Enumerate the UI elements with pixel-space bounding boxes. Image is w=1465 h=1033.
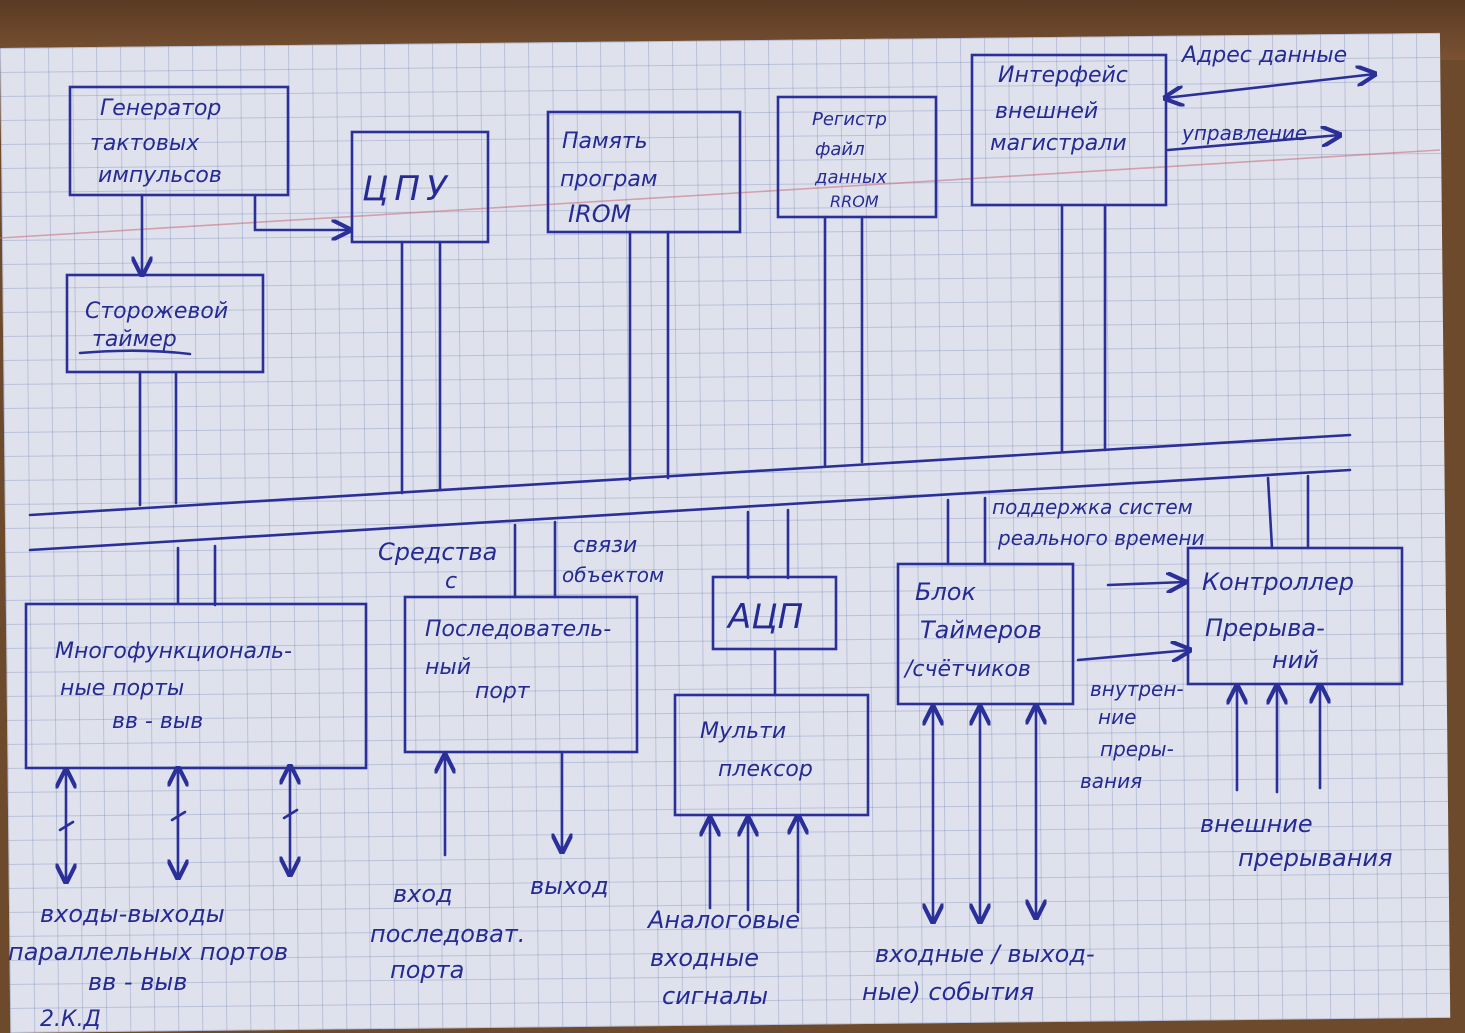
comm-objects-line-2: объектом	[562, 563, 664, 587]
serial-port-caption-line-1: последоват.	[370, 920, 525, 948]
bus-width-ticks	[58, 808, 299, 832]
multifunction-ports-block: Многофункциональ- ные порты вв - выв	[24, 602, 368, 770]
rt-support-line-2: реального времени	[997, 526, 1205, 550]
program-memory-line-2: програм	[560, 167, 657, 192]
watchdog-strikethrough	[78, 349, 192, 356]
register-file-line-4: RROM	[830, 192, 879, 211]
external-ints-line-1: внешние	[1200, 810, 1313, 838]
int-ctrl-line-1: Контроллер	[1202, 568, 1354, 596]
serial-port-block: Последователь- ный порт	[403, 595, 639, 754]
comm-tools-line-1: Средства	[378, 538, 497, 566]
events-line-1: входные / выход-	[875, 940, 1095, 968]
interrupt-controller-block: Контроллер Прерыва- ний	[1186, 546, 1404, 686]
clock-generator-line-1: Генератор	[100, 96, 221, 121]
internal-ints-line-4: вания	[1080, 769, 1142, 793]
corner-note: 2.К.Д	[40, 1007, 101, 1032]
timers-line-2: Таймеров	[920, 616, 1042, 644]
control-arrow	[1166, 135, 1340, 152]
comm-tools-line-2: с	[445, 569, 457, 594]
internal-ints-line-1: внутрен-	[1090, 677, 1184, 701]
mf-ports-line-3: вв - выв	[112, 709, 203, 734]
program-memory-block: Память програм IROM	[546, 110, 742, 234]
register-file-block: Регистр файл данных RROM	[776, 95, 938, 219]
external-bus-line-1: Интерфейс	[998, 63, 1128, 88]
clock-generator-line-2: тактовых	[90, 131, 200, 156]
serial-port-line-1: Последователь-	[425, 617, 611, 642]
address-data-bidirectional-arrow	[1165, 74, 1375, 98]
multiplexer-block: Мульти плексор	[673, 693, 870, 817]
external-bus-line-3: магистрали	[990, 131, 1127, 156]
external-bus-interface-block: Интерфейс внешней магистрали	[970, 53, 1168, 207]
analog-line-2: входные	[650, 944, 759, 972]
internal-ints-line-2: ние	[1098, 705, 1136, 729]
external-bus-bus-link	[1060, 203, 1107, 454]
cpu-bus-link	[400, 240, 442, 495]
adc-bus-link	[746, 508, 790, 580]
watchdog-line-2: таймер	[92, 327, 177, 352]
events-line-2: ные) события	[862, 978, 1034, 1006]
serial-port-line-2: ный	[425, 655, 471, 680]
mux-line-2: плексор	[718, 757, 813, 782]
rt-support-line-1: поддержка систем	[992, 495, 1193, 519]
clock-to-cpu-arrow	[253, 193, 350, 230]
timer-counter-block: Блок Таймеров /счётчиков	[896, 562, 1075, 706]
margin-line	[0, 149, 1441, 239]
cpu-label: ЦПУ	[362, 169, 453, 209]
register-file-line-2: файл	[815, 139, 865, 160]
clock-generator-block: Генератор тактовых импульсов	[68, 85, 290, 197]
program-memory-bus-link	[628, 230, 670, 482]
mf-ports-line-1: Многофункциональ-	[55, 639, 292, 664]
mf-ports-line-2: ные порты	[60, 676, 184, 701]
comm-objects-line-1: связи	[573, 533, 637, 558]
watchdog-timer-block: Сторожевой таймер	[65, 273, 265, 374]
int-ctrl-line-3: ний	[1272, 646, 1319, 674]
internal-bus-top-line	[28, 433, 1352, 517]
program-memory-line-3: IROM	[568, 200, 632, 228]
timers-line-3: /счётчиков	[903, 657, 1031, 682]
serial-port-caption-line-2: порта	[390, 956, 464, 984]
parallel-io-line-2: параллельных портов	[8, 938, 288, 966]
watchdog-bus-link	[138, 370, 178, 507]
external-bus-line-2: внешней	[995, 99, 1098, 124]
parallel-io-line-1: входы-выходы	[40, 900, 225, 928]
clock-generator-line-3: импульсов	[98, 163, 222, 188]
serial-port-line-3: порт	[475, 679, 531, 704]
register-file-bus-link	[823, 215, 864, 467]
cpu-block: ЦПУ	[350, 130, 490, 244]
serial-out-label: выход	[530, 872, 609, 900]
analog-line-3: сигналы	[662, 982, 768, 1010]
timers-bus-link	[946, 496, 987, 566]
register-file-line-1: Регистр	[812, 109, 887, 130]
mf-ports-bus-link	[176, 544, 217, 607]
adc-label: АЦП	[726, 597, 803, 637]
timers-line-1: Блок	[915, 578, 976, 606]
internal-bus-bottom-line	[28, 468, 1352, 552]
watchdog-line-1: Сторожевой	[85, 299, 228, 324]
serial-port-bus-link	[513, 520, 557, 599]
internal-ints-line-3: преры-	[1100, 737, 1174, 761]
program-memory-line-1: Память	[562, 129, 648, 154]
internal-interrupt-arrow-2	[1076, 650, 1190, 660]
mux-line-1: Мульти	[700, 719, 786, 744]
address-data-label: Адрес данные	[1180, 43, 1347, 68]
int-ctrl-line-2: Прерыва-	[1205, 614, 1325, 642]
internal-interrupt-arrow-1	[1106, 582, 1185, 585]
serial-in-label: вход	[393, 880, 453, 908]
parallel-io-line-3: вв - выв	[88, 968, 187, 996]
rt-support-bracket	[1266, 476, 1274, 550]
adc-block: АЦП	[711, 575, 838, 651]
register-file-line-3: данных	[814, 167, 887, 188]
control-label: управление	[1181, 121, 1307, 145]
analog-line-1: Аналоговые	[646, 906, 800, 934]
external-ints-line-2: прерывания	[1238, 844, 1392, 872]
